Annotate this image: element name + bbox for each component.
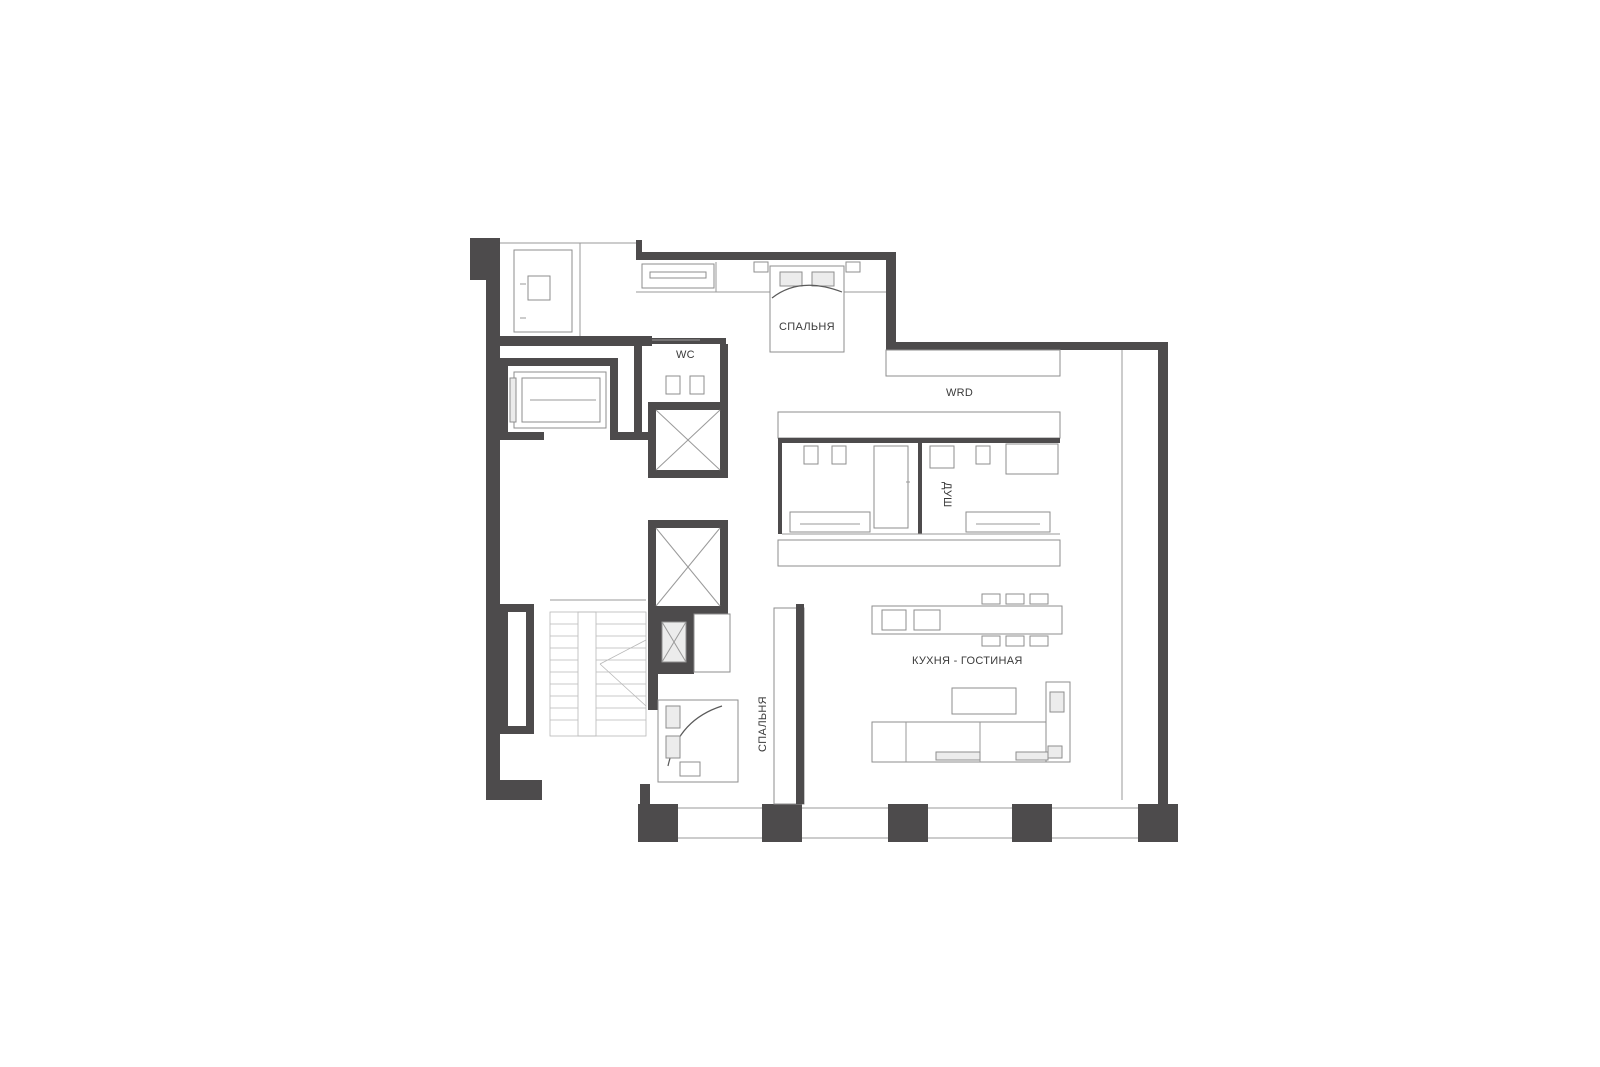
kitchen-living-label: КУХНЯ - ГОСТИНАЯ: [912, 655, 1023, 667]
kitchen-living: КУХНЯ - ГОСТИНАЯ: [871, 593, 1071, 763]
bedroom-left: СПАЛЬНЯ: [657, 604, 805, 805]
wc-label: WC: [676, 349, 695, 361]
bedroom-left-label: СПАЛЬНЯ: [757, 696, 769, 752]
outer-walls: [470, 238, 1178, 842]
wardrobe-label: WRD: [946, 387, 973, 399]
stair-treads: [550, 623, 647, 721]
shower-label: ДУШ: [941, 482, 953, 508]
bedroom-top: СПАЛЬНЯ: [636, 261, 886, 353]
bedroom-top-label: СПАЛЬНЯ: [779, 321, 835, 333]
bathtub-left: [509, 371, 607, 429]
central-bathrooms: ДУШ: [777, 411, 1061, 567]
wc-room: WC: [652, 339, 705, 395]
top-left-bath: [513, 249, 573, 333]
stair-and-shafts: [500, 520, 731, 737]
interior-walls-left: [500, 336, 728, 478]
wardrobe: WRD: [885, 349, 1123, 800]
